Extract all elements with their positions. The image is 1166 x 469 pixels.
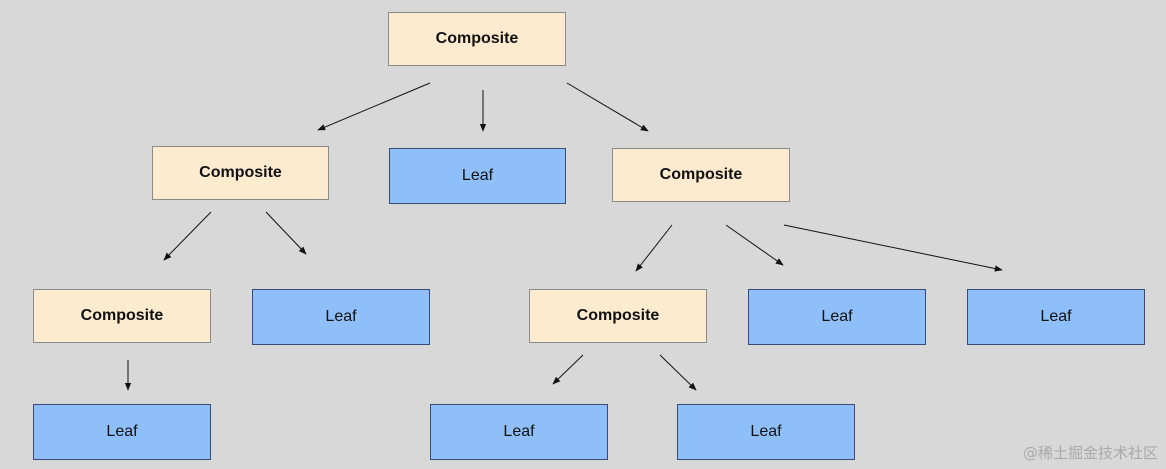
node-right-child-composite: Composite bbox=[529, 289, 707, 343]
node-left-child-leaf: Leaf bbox=[33, 404, 211, 460]
edge-right-child-to-leaf-2 bbox=[659, 354, 697, 391]
edge-right-to-right-leaf-1 bbox=[725, 224, 784, 266]
edge-right-to-right-child bbox=[635, 224, 673, 272]
edge-left-to-left-leaf bbox=[265, 211, 307, 255]
node-right-leaf-2: Leaf bbox=[967, 289, 1145, 345]
node-right-composite: Composite bbox=[612, 148, 790, 202]
edge-root-to-left bbox=[317, 82, 431, 131]
node-right-child-leaf-2: Leaf bbox=[677, 404, 855, 460]
node-left-child-composite: Composite bbox=[33, 289, 211, 343]
edge-root-to-right bbox=[566, 82, 649, 132]
node-mid-leaf: Leaf bbox=[389, 148, 566, 204]
node-left-leaf: Leaf bbox=[252, 289, 430, 345]
watermark-text: @稀土掘金技术社区 bbox=[1022, 444, 1158, 462]
edge-right-to-right-leaf-2 bbox=[783, 224, 1003, 272]
node-right-leaf-1: Leaf bbox=[748, 289, 926, 345]
node-right-child-leaf-1: Leaf bbox=[430, 404, 608, 460]
node-left-composite: Composite bbox=[152, 146, 329, 200]
edge-right-child-to-leaf-1 bbox=[552, 354, 584, 385]
node-root-composite: Composite bbox=[388, 12, 566, 66]
edge-left-to-left-child bbox=[163, 211, 212, 261]
